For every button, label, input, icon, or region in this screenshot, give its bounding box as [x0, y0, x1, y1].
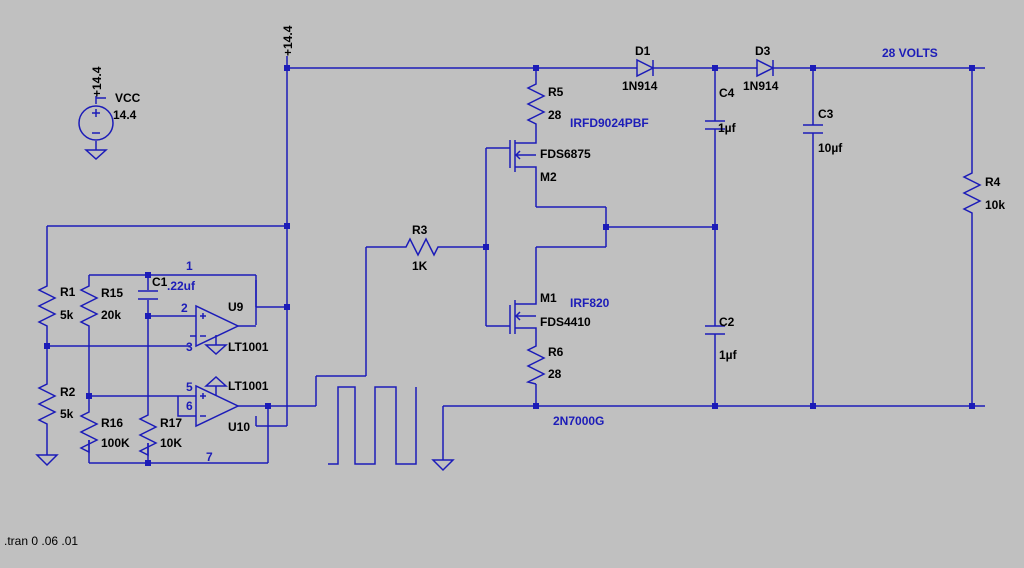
r2-value-label: 5k: [60, 407, 74, 421]
vcc-net-label: +14.4: [90, 66, 104, 97]
vcc-value-label: 14.4: [113, 108, 137, 122]
resistor-r5[interactable]: [526, 78, 546, 125]
node-label-7: 7: [206, 450, 213, 464]
node-label-5: 5: [186, 380, 193, 394]
d3-value-label: 1N914: [743, 79, 779, 93]
m1-model-label: FDS4410: [540, 315, 591, 329]
r2-ref-label: R2: [60, 385, 76, 399]
c2-value-label: 1µf: [719, 348, 738, 362]
opamp-u9[interactable]: [190, 304, 256, 356]
resistor-r16[interactable]: [79, 410, 99, 454]
u9-model-label: LT1001: [228, 340, 269, 354]
r15-value-label: 20k: [101, 308, 121, 322]
m1-note-label: IRF820: [570, 296, 610, 310]
diode-d3[interactable]: [755, 58, 775, 78]
mosfet-m2[interactable]: [509, 140, 537, 190]
m2-note-label: IRFD9024PBF: [570, 116, 649, 130]
c4-ref-label: C4: [719, 86, 735, 100]
capacitor-c1[interactable]: [138, 290, 158, 300]
r16-value-label: 100K: [101, 436, 130, 450]
resistor-r6[interactable]: [525, 340, 546, 385]
m2-model-label: FDS6875: [540, 147, 591, 161]
d1-value-label: 1N914: [622, 79, 658, 93]
output-voltage-label: 28 VOLTS: [882, 46, 938, 60]
c1-ref-label: C1: [152, 275, 168, 289]
r6-ref-label: R6: [548, 345, 564, 359]
r5-value-label: 28: [548, 108, 562, 122]
ground-symbols: [35, 454, 455, 472]
r16-ref-label: R16: [101, 416, 123, 430]
c3-value-label: 10µf: [818, 141, 843, 155]
top-rail-net-label: +14.4: [281, 25, 295, 56]
wires: [46, 56, 985, 464]
resistor-r15[interactable]: [79, 280, 99, 330]
u9-ref-label: U9: [228, 300, 244, 314]
mosfet-m1[interactable]: [509, 277, 537, 334]
r3-value-label: 1K: [412, 259, 428, 273]
c3-ref-label: C3: [818, 107, 834, 121]
node-label-6: 6: [186, 399, 193, 413]
capacitor-c2[interactable]: [705, 325, 725, 335]
opamp-u10[interactable]: [190, 375, 240, 428]
c2-ref-label: C2: [719, 315, 735, 329]
spice-directive[interactable]: .tran 0 .06 .01: [4, 534, 78, 548]
resistor-r2[interactable]: [37, 372, 57, 430]
resistor-r1[interactable]: [37, 275, 57, 330]
r17-ref-label: R17: [160, 416, 182, 430]
pulse-waveform-icon: [328, 386, 417, 465]
resistor-r4[interactable]: [962, 167, 982, 217]
r17-value-label: 10K: [160, 436, 182, 450]
m2-ref-label: M2: [540, 170, 557, 184]
r6-value-label: 28: [548, 367, 562, 381]
resistor-r3[interactable]: [400, 237, 440, 257]
c1-value-label: .22uf: [167, 279, 196, 293]
node-label-2: 2: [181, 301, 188, 315]
node-label-1: 1: [186, 259, 193, 273]
u10-ref-label: U10: [228, 420, 250, 434]
r4-value-label: 10k: [985, 198, 1005, 212]
r5-ref-label: R5: [548, 85, 564, 99]
u10-feedback-wire: [177, 396, 190, 417]
fet-part-label: 2N7000G: [553, 414, 604, 428]
d1-ref-label: D1: [635, 44, 651, 58]
r1-ref-label: R1: [60, 285, 76, 299]
node-label-3: 3: [186, 340, 193, 354]
junctions: [44, 65, 975, 466]
c4-value-label: 1µf: [718, 121, 737, 135]
capacitor-c3[interactable]: [803, 124, 823, 134]
diode-d1[interactable]: [625, 58, 655, 78]
vcc-name-label: VCC: [115, 91, 141, 105]
m1-ref-label: M1: [540, 291, 557, 305]
r15-ref-label: R15: [101, 286, 123, 300]
r1-value-label: 5k: [60, 308, 74, 322]
r3-ref-label: R3: [412, 223, 428, 237]
capacitor-c4[interactable]: [705, 120, 725, 130]
d3-ref-label: D3: [755, 44, 771, 58]
voltage-source-vcc[interactable]: [78, 96, 114, 161]
resistor-r17[interactable]: [138, 412, 158, 457]
u10-model-label: LT1001: [228, 379, 269, 393]
r4-ref-label: R4: [985, 175, 1001, 189]
